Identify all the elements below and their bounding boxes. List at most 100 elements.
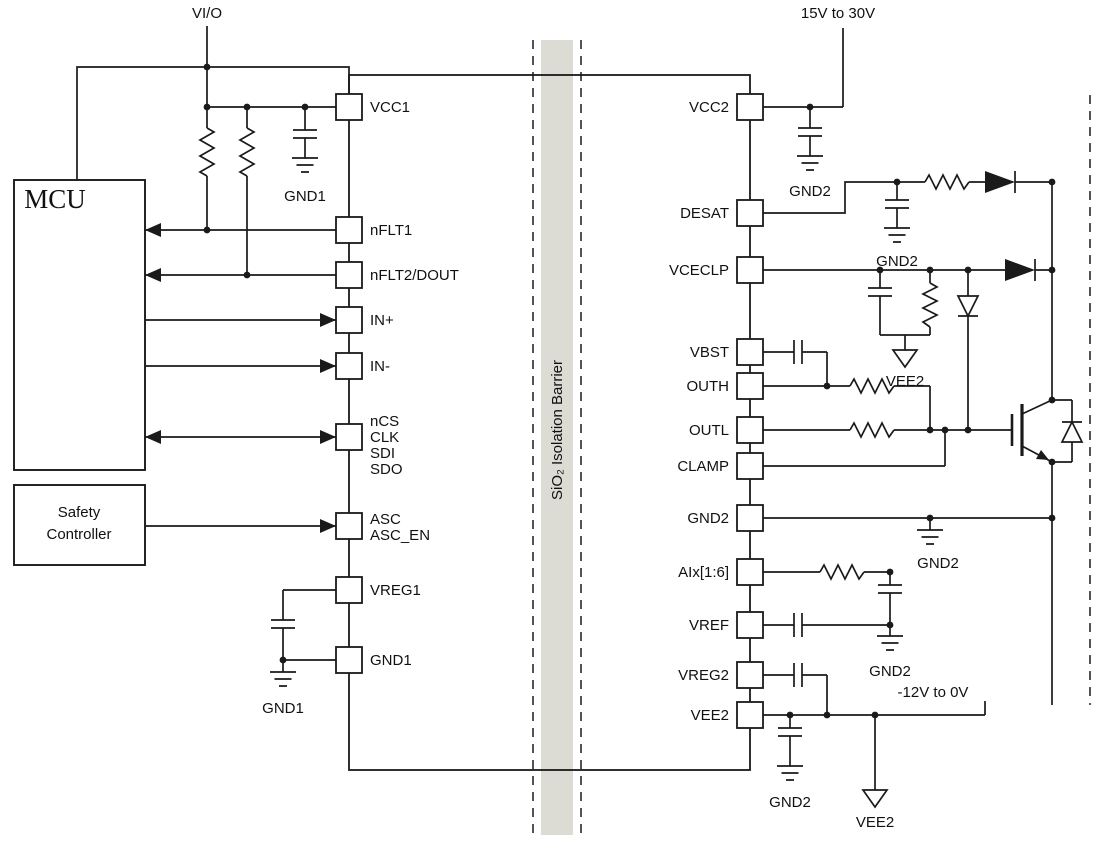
pin-box-vcc2 xyxy=(736,93,764,121)
freewheel-diode xyxy=(1060,420,1084,443)
junction-dots xyxy=(203,63,1056,719)
freewheel-diode-triangle xyxy=(1060,420,1084,443)
aix-resistor xyxy=(819,563,865,581)
vceclp-resistor xyxy=(921,282,939,328)
pin-label-in-plus: IN+ xyxy=(370,312,394,329)
pin-label-sdo: SDO xyxy=(370,461,403,478)
pin-aix: AIx[1:6] xyxy=(678,558,764,586)
pin-box-vcc1 xyxy=(335,93,363,121)
igbt-collector-lead xyxy=(1021,399,1053,415)
pin-box-vreg1 xyxy=(335,576,363,604)
pin-box-in-plus xyxy=(335,306,363,334)
pin-spi: nCS CLK SDI SDO xyxy=(335,413,403,478)
safety-controller-block: Safety Controller xyxy=(13,484,146,566)
in-minus-arrowhead xyxy=(320,359,336,373)
isolation-barrier-label: SiO₂ Isolation Barrier xyxy=(549,360,566,500)
vee2-symbol-vceclp xyxy=(891,349,919,369)
gnd2-label-desat: GND2 xyxy=(876,253,918,270)
aix-capacitor xyxy=(878,584,902,594)
pin-label-clamp: CLAMP xyxy=(677,458,729,475)
pin-label-outl: OUTL xyxy=(689,422,729,439)
vee2-label-bottom: VEE2 xyxy=(856,814,894,831)
pin-label-ncs: nCS xyxy=(370,413,399,430)
gnd1-ground-symbol-bottom xyxy=(270,671,296,687)
pin-label-nflt1: nFLT1 xyxy=(370,222,412,239)
nflt2-arrowhead xyxy=(145,268,161,282)
pin-label-gnd2: GND2 xyxy=(687,510,729,527)
safety-controller-box xyxy=(13,484,146,566)
pin-label-vreg1: VREG1 xyxy=(370,582,421,599)
gnd2-label-vee2: GND2 xyxy=(769,794,811,811)
vceclp-clamp-diode-vertical xyxy=(956,295,980,318)
desat-filter-capacitor xyxy=(885,199,909,209)
pin-box-vbst xyxy=(736,338,764,366)
pin-label-vcc1: VCC1 xyxy=(370,99,410,116)
pin-gnd1: GND1 xyxy=(335,646,412,674)
vbst-bootstrap-capacitor xyxy=(793,340,803,364)
pin-in-minus: IN- xyxy=(335,352,390,380)
vcc1-bypass-capacitor xyxy=(293,129,317,139)
igbt-emitter-arrowhead xyxy=(1036,450,1049,460)
desat-resistor xyxy=(924,173,970,191)
pin-gnd2: GND2 xyxy=(687,504,764,532)
pin-box-gnd2 xyxy=(736,504,764,532)
in-plus-arrowhead xyxy=(320,313,336,327)
pin-box-spi xyxy=(335,423,363,451)
pin-nflt2-dout: nFLT2/DOUT xyxy=(335,261,459,289)
pin-box-vee2 xyxy=(736,701,764,729)
spi-arrowhead-left xyxy=(145,430,161,444)
pin-box-aix xyxy=(736,558,764,586)
pin-label-asc: ASC xyxy=(370,511,401,528)
safety-controller-label-1: Safety xyxy=(58,504,101,521)
pin-label-gnd1: GND1 xyxy=(370,652,412,669)
igbt xyxy=(1010,399,1053,463)
vio-label: VI/O xyxy=(192,5,222,22)
nflt1-arrowhead xyxy=(145,223,161,237)
pin-label-nflt2-dout: nFLT2/DOUT xyxy=(370,267,459,284)
pin-vreg2: VREG2 xyxy=(678,661,764,689)
vee2-symbol-bottom xyxy=(861,789,889,809)
pin-nflt1: nFLT1 xyxy=(335,216,412,244)
mcu-box xyxy=(13,179,146,471)
mcu-block: MCU xyxy=(13,179,146,471)
pullup-resistor-2 xyxy=(238,127,256,177)
vref-capacitor xyxy=(793,613,803,637)
desat-diode xyxy=(985,171,1015,193)
pin-label-vcc2: VCC2 xyxy=(689,99,729,116)
vcc2-bypass-capacitor xyxy=(798,127,822,137)
outl-gate-resistor xyxy=(849,421,895,439)
pin-label-outh: OUTH xyxy=(687,378,730,395)
pin-box-nflt1 xyxy=(335,216,363,244)
pin-label-asc-en: ASC_EN xyxy=(370,527,430,544)
gnd2-ground-symbol-vcc2 xyxy=(797,155,823,171)
gnd2-ground-symbol-pin xyxy=(917,529,943,545)
pin-box-clamp xyxy=(736,452,764,480)
gnd1-label-bottom: GND1 xyxy=(262,700,304,717)
pin-vreg1: VREG1 xyxy=(335,576,421,604)
gnd1-label-top: GND1 xyxy=(284,188,326,205)
pin-label-vref: VREF xyxy=(689,617,729,634)
pin-vcc1: VCC1 xyxy=(335,93,410,121)
outh-gate-resistor xyxy=(849,377,895,395)
vcc2-supply-label: 15V to 30V xyxy=(801,5,875,22)
pin-vcc2: VCC2 xyxy=(689,93,764,121)
pin-label-vceclp: VCECLP xyxy=(669,262,729,279)
pin-label-in-minus: IN- xyxy=(370,358,390,375)
vceclp-capacitor xyxy=(868,287,892,297)
pin-vbst: VBST xyxy=(690,338,764,366)
gnd1-ground-symbol-top xyxy=(292,157,318,173)
gnd2-ground-symbol-vref xyxy=(877,635,903,651)
pin-label-clk: CLK xyxy=(370,429,399,446)
pin-vee2: VEE2 xyxy=(691,701,764,729)
pin-label-desat: DESAT xyxy=(680,205,729,222)
vreg2-capacitor xyxy=(793,663,803,687)
vceclp-collector-diode xyxy=(1005,259,1035,281)
isolation-barrier: SiO₂ Isolation Barrier xyxy=(532,40,582,835)
pin-box-gnd1 xyxy=(335,646,363,674)
gnd2-ground-symbol-desat xyxy=(884,227,910,243)
pin-asc: ASC ASC_EN xyxy=(335,511,430,544)
pin-box-outl xyxy=(736,416,764,444)
pin-box-nflt2-dout xyxy=(335,261,363,289)
safety-controller-label-2: Controller xyxy=(46,526,111,543)
pin-label-vreg2: VREG2 xyxy=(678,667,729,684)
